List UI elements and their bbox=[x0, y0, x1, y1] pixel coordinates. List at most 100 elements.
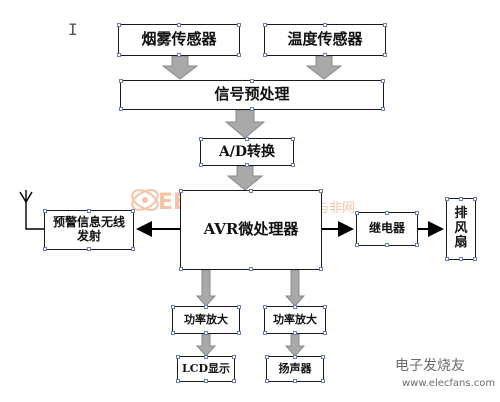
selection-handle bbox=[321, 379, 325, 383]
node-smoke-sensor: 烟雾传感器 bbox=[117, 23, 241, 57]
node-exhaust-fan: 排风扇 bbox=[445, 197, 477, 261]
selection-handle bbox=[263, 305, 267, 309]
selection-handle bbox=[381, 107, 385, 111]
selection-handle bbox=[250, 79, 254, 83]
node-speaker: 扬声器 bbox=[265, 355, 325, 383]
selection-handle bbox=[249, 189, 253, 193]
selection-handle bbox=[473, 257, 477, 261]
node-avr-mcu: AVR微处理器 bbox=[179, 189, 323, 271]
selection-handle bbox=[176, 355, 180, 359]
selection-handle bbox=[355, 243, 359, 247]
selection-handle bbox=[321, 355, 325, 359]
selection-handle bbox=[204, 331, 208, 335]
selection-handle bbox=[445, 257, 449, 261]
fat-arrow-amp1-to-lcd bbox=[195, 333, 217, 357]
node-ad-convert-label: A/D转换 bbox=[218, 143, 276, 160]
selection-handle bbox=[415, 211, 419, 215]
brand-name: 电子发烧友 bbox=[395, 358, 465, 374]
selection-handle bbox=[291, 137, 295, 141]
selection-handle bbox=[293, 379, 297, 383]
selection-handle bbox=[263, 53, 267, 57]
selection-handle bbox=[293, 305, 297, 309]
node-ad-convert: A/D转换 bbox=[199, 137, 295, 167]
selection-handle bbox=[381, 79, 385, 83]
eefocus-logo-icon bbox=[131, 189, 159, 211]
node-amp-2: 功率放大 bbox=[263, 305, 327, 335]
selection-handle bbox=[245, 137, 249, 141]
fat-arrow-amp2-to-speaker bbox=[284, 333, 306, 357]
selection-handle bbox=[445, 197, 449, 201]
selection-handle bbox=[459, 257, 463, 261]
text-cursor-icon: I bbox=[68, 20, 78, 39]
node-exhaust-fan-label: 排风扇 bbox=[454, 205, 468, 251]
node-alarm-wireless: 预警信息无线发射 bbox=[43, 209, 135, 251]
selection-handle bbox=[319, 189, 323, 193]
watermark-yufeiwang: 与非网 bbox=[316, 201, 356, 216]
selection-handle bbox=[43, 247, 47, 251]
selection-handle bbox=[249, 267, 253, 271]
node-avr-mcu-label: AVR微处理器 bbox=[203, 220, 299, 239]
selection-handle bbox=[459, 197, 463, 201]
selection-handle bbox=[473, 197, 477, 201]
fat-arrow-temp-to-preprocess bbox=[305, 55, 343, 80]
selection-handle bbox=[177, 23, 181, 27]
antenna-icon bbox=[19, 190, 44, 230]
selection-handle bbox=[237, 331, 241, 335]
node-relay-label: 继电器 bbox=[368, 221, 405, 236]
fat-arrow-mcu-to-amp1 bbox=[195, 269, 217, 307]
selection-handle bbox=[237, 23, 241, 27]
selection-handle bbox=[179, 267, 183, 271]
node-smoke-sensor-label: 烟雾传感器 bbox=[141, 30, 217, 49]
selection-handle bbox=[355, 211, 359, 215]
selection-handle bbox=[117, 23, 121, 27]
selection-handle bbox=[265, 379, 269, 383]
selection-handle bbox=[237, 53, 241, 57]
node-temp-sensor: 温度传感器 bbox=[263, 23, 387, 57]
selection-handle bbox=[171, 331, 175, 335]
selection-handle bbox=[87, 247, 91, 251]
fat-arrow-ad-to-mcu bbox=[226, 165, 264, 191]
node-signal-preprocess-label: 信号预处理 bbox=[214, 85, 290, 104]
selection-handle bbox=[43, 209, 47, 213]
selection-handle bbox=[199, 137, 203, 141]
selection-handle bbox=[323, 331, 327, 335]
node-temp-sensor-label: 温度传感器 bbox=[287, 30, 363, 49]
selection-handle bbox=[383, 23, 387, 27]
selection-handle bbox=[87, 209, 91, 213]
selection-handle bbox=[415, 243, 419, 247]
selection-handle bbox=[383, 53, 387, 57]
selection-handle bbox=[250, 107, 254, 111]
selection-handle bbox=[232, 355, 236, 359]
node-signal-preprocess: 信号预处理 bbox=[119, 79, 385, 111]
selection-handle bbox=[237, 305, 241, 309]
selection-handle bbox=[232, 379, 236, 383]
selection-handle bbox=[204, 379, 208, 383]
selection-handle bbox=[385, 211, 389, 215]
selection-handle bbox=[199, 163, 203, 167]
selection-handle bbox=[204, 305, 208, 309]
selection-handle bbox=[177, 53, 181, 57]
node-amp-2-label: 功率放大 bbox=[273, 312, 317, 326]
node-relay: 继电器 bbox=[355, 211, 419, 247]
node-speaker-label: 扬声器 bbox=[278, 361, 312, 375]
selection-handle bbox=[263, 23, 267, 27]
selection-handle bbox=[323, 305, 327, 309]
selection-handle bbox=[179, 189, 183, 193]
selection-handle bbox=[293, 331, 297, 335]
node-lcd-display: LCD显示 bbox=[176, 355, 236, 383]
selection-handle bbox=[119, 79, 123, 83]
node-alarm-wireless-label: 预警信息无线发射 bbox=[52, 215, 125, 243]
fat-arrow-smoke-to-preprocess bbox=[161, 55, 199, 80]
selection-handle bbox=[323, 53, 327, 57]
selection-handle bbox=[323, 23, 327, 27]
selection-handle bbox=[291, 163, 295, 167]
selection-handle bbox=[265, 355, 269, 359]
selection-handle bbox=[245, 163, 249, 167]
node-amp-1-label: 功率放大 bbox=[184, 312, 228, 326]
brand-url: www.elecfans.com bbox=[402, 378, 496, 389]
selection-handle bbox=[204, 355, 208, 359]
fat-arrow-mcu-to-amp2 bbox=[284, 269, 306, 307]
fat-arrow-preprocess-to-ad bbox=[224, 109, 266, 139]
